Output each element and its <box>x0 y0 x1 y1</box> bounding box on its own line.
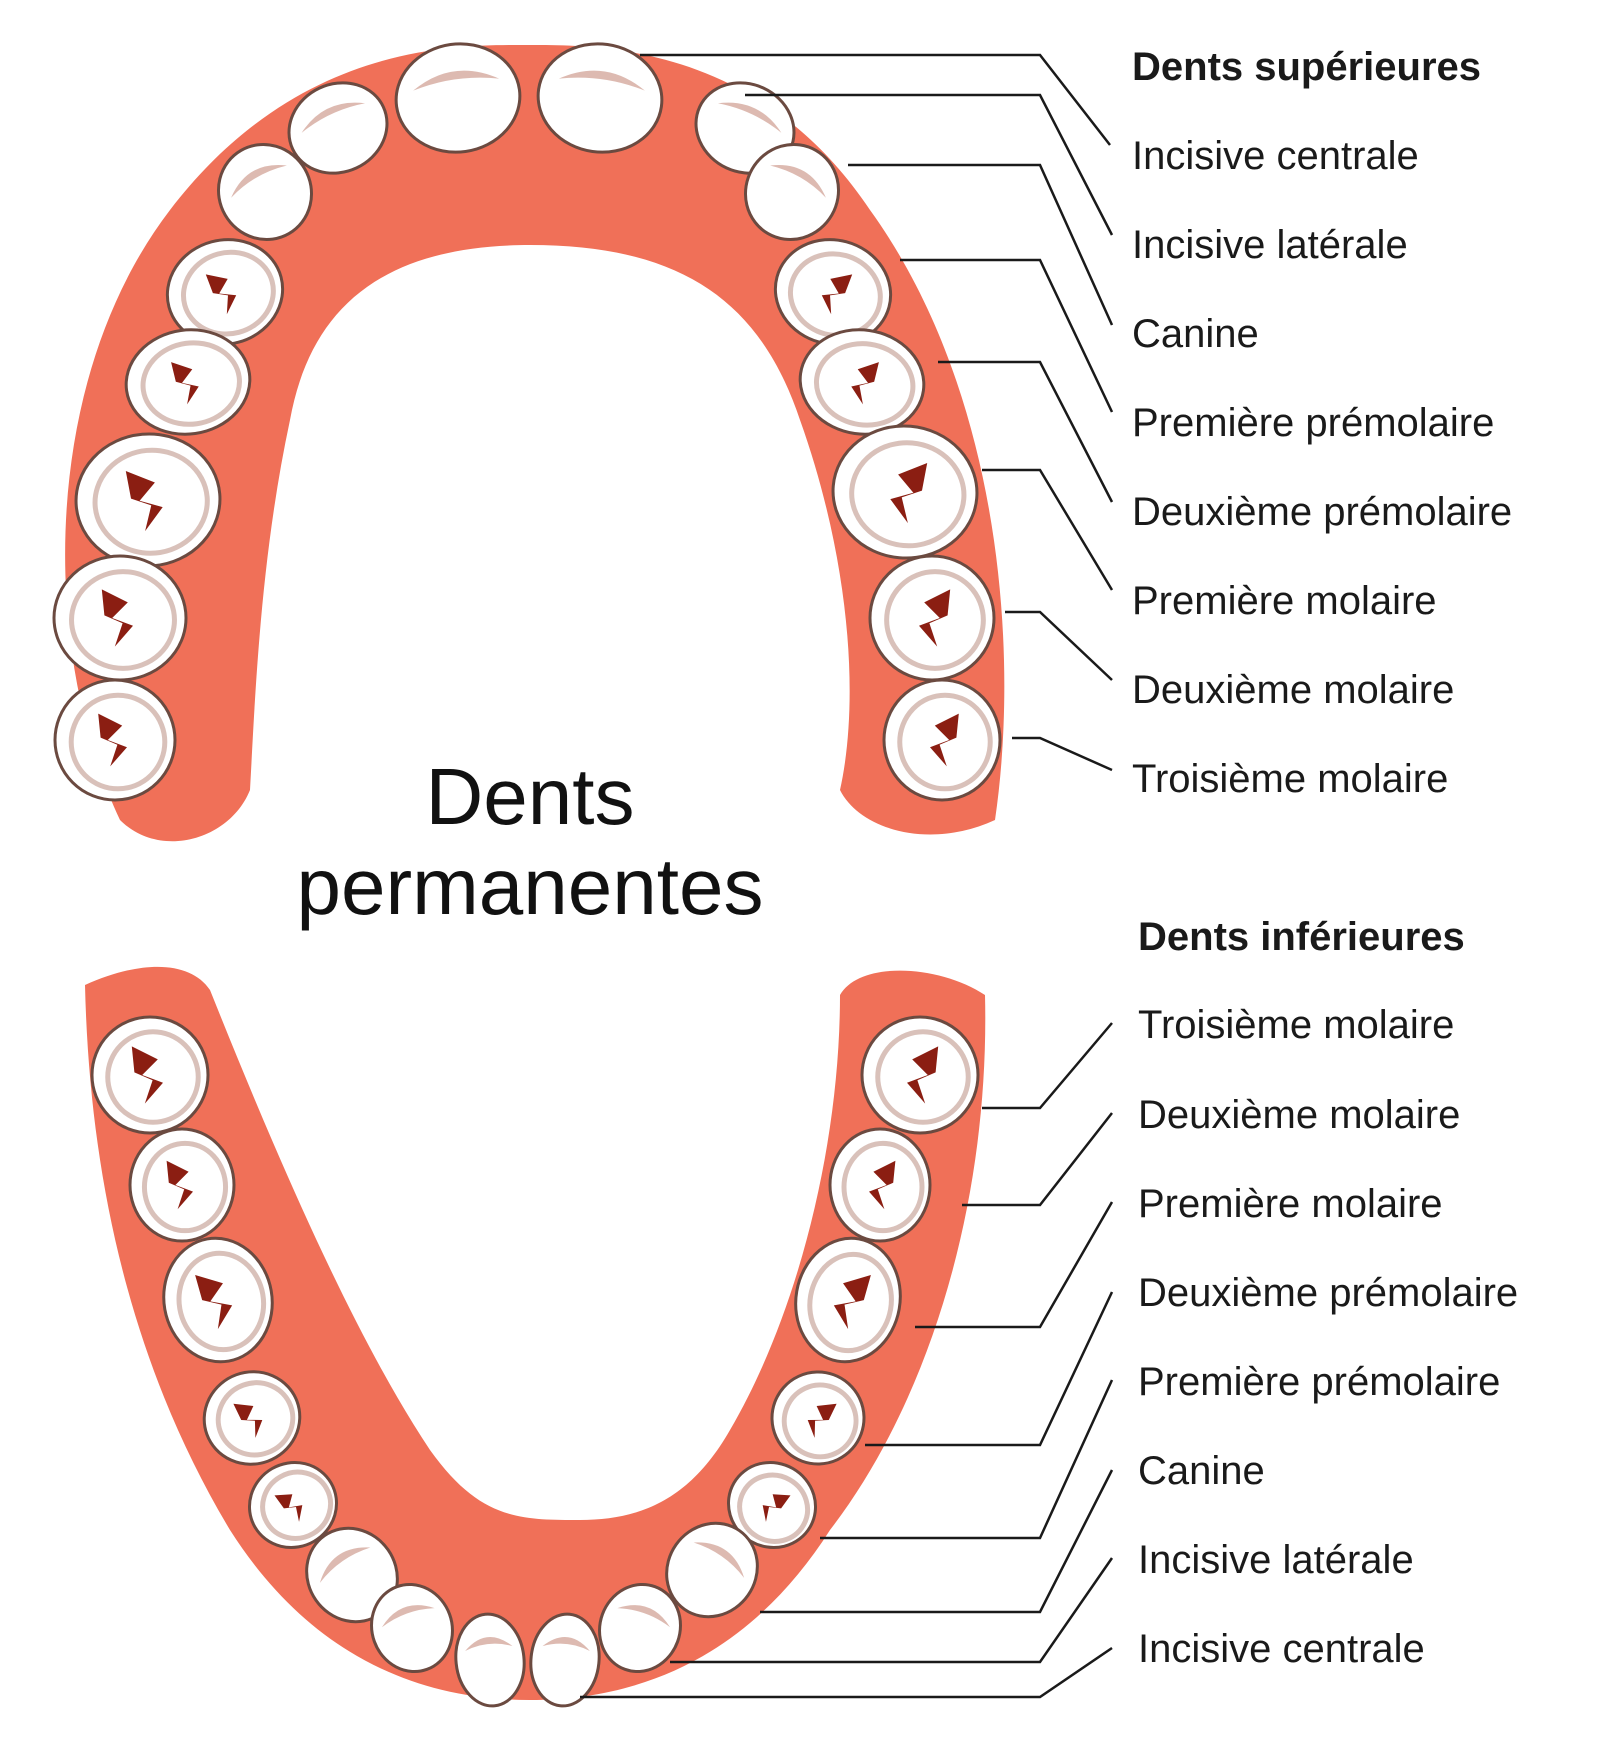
diagram-title: Dents permanentes <box>230 752 830 931</box>
upper-label-deuxieme-molaire: Deuxième molaire <box>1132 668 1455 712</box>
lower-label-incisive-centrale: Incisive centrale <box>1138 1627 1425 1671</box>
title-line-2: permanentes <box>296 841 764 931</box>
lower-label-deuxieme-molaire: Deuxième molaire <box>1138 1093 1461 1137</box>
lower-leader-line-6 <box>760 1469 1114 1614</box>
lower-back-tooth-5 <box>162 1236 274 1364</box>
upper-leader-line-8 <box>1012 736 1113 772</box>
lower-label-troisieme-molaire: Troisième molaire <box>1138 1003 1455 1047</box>
upper-back-tooth-3 <box>124 328 252 436</box>
lower-front-tooth-5 <box>454 1612 526 1708</box>
upper-label-premiere-molaire: Première molaire <box>1132 579 1437 623</box>
lower-front-tooth-6 <box>529 1612 601 1708</box>
lower-label-deuxieme-premolaire: Deuxième prémolaire <box>1138 1271 1519 1315</box>
lower-label-premiere-premolaire: Première prémolaire <box>1138 1360 1501 1404</box>
upper-front-tooth-2 <box>536 42 664 154</box>
lower-leader-line-1 <box>982 1022 1113 1110</box>
lower-leader-line-3 <box>915 1201 1114 1329</box>
upper-gum <box>65 44 1005 842</box>
upper-leader-line-6 <box>982 468 1114 591</box>
upper-back-tooth-6 <box>831 424 979 560</box>
upper-back-tooth-4 <box>798 328 926 436</box>
upper-front-tooth-5 <box>216 142 314 242</box>
upper-label-deuxieme-premolaire: Deuxième prémolaire <box>1132 490 1513 534</box>
lower-label-incisive-laterale: Incisive latérale <box>1138 1538 1414 1582</box>
lower-leader-line-8 <box>580 1646 1113 1699</box>
upper-front-tooth-6 <box>743 142 841 242</box>
lower-back-tooth-2 <box>860 1015 980 1135</box>
lower-front-tooth-4 <box>598 1582 682 1674</box>
lower-back-tooth-6 <box>794 1236 902 1364</box>
upper-leader-line-2 <box>745 93 1114 236</box>
lower-front-tooth-2 <box>665 1521 759 1619</box>
upper-leader-line-4 <box>900 258 1114 413</box>
lower-back-tooth-4 <box>828 1127 932 1243</box>
upper-label-incisive-centrale: Incisive centrale <box>1132 134 1419 178</box>
upper-label-incisive-laterale: Incisive latérale <box>1132 223 1408 267</box>
lower-label-canine: Canine <box>1138 1449 1265 1493</box>
leader-lines-layer <box>580 53 1114 1699</box>
upper-back-tooth-1 <box>165 238 285 346</box>
lower-back-tooth-8 <box>770 1370 866 1466</box>
upper-back-tooth-9 <box>53 678 177 802</box>
lower-back-tooth-3 <box>128 1127 236 1243</box>
upper-label-canine: Canine <box>1132 312 1259 356</box>
lower-leader-line-7 <box>670 1557 1114 1664</box>
lower-leader-line-5 <box>820 1379 1114 1540</box>
upper-leader-line-5 <box>938 360 1114 503</box>
upper-leader-line-7 <box>1005 610 1113 681</box>
upper-leader-line-3 <box>848 163 1114 326</box>
upper-teeth-heading: Dents supérieures <box>1132 45 1482 89</box>
upper-back-tooth-7 <box>52 554 188 682</box>
upper-front-tooth-3 <box>287 81 389 175</box>
teeth-layer <box>52 42 1002 1708</box>
upper-label-troisieme-molaire: Troisième molaire <box>1132 757 1449 801</box>
upper-front-tooth-1 <box>394 42 522 154</box>
lower-back-tooth-9 <box>247 1460 339 1550</box>
lower-leader-line-2 <box>962 1112 1113 1207</box>
upper-back-tooth-2 <box>773 238 893 346</box>
upper-leader-line-1 <box>640 53 1111 146</box>
lower-leader-line-4 <box>865 1291 1114 1447</box>
lower-front-tooth-3 <box>370 1582 454 1674</box>
lower-label-premiere-molaire: Première molaire <box>1138 1182 1443 1226</box>
upper-label-premiere-premolaire: Première prémolaire <box>1132 401 1495 445</box>
title-line-1: Dents <box>425 752 635 841</box>
lower-teeth-heading: Dents inférieures <box>1138 915 1465 959</box>
upper-back-tooth-8 <box>868 554 996 682</box>
upper-back-tooth-5 <box>74 432 222 568</box>
lower-back-tooth-7 <box>202 1370 302 1466</box>
lower-back-tooth-1 <box>90 1015 210 1135</box>
upper-back-tooth-10 <box>882 678 1002 802</box>
